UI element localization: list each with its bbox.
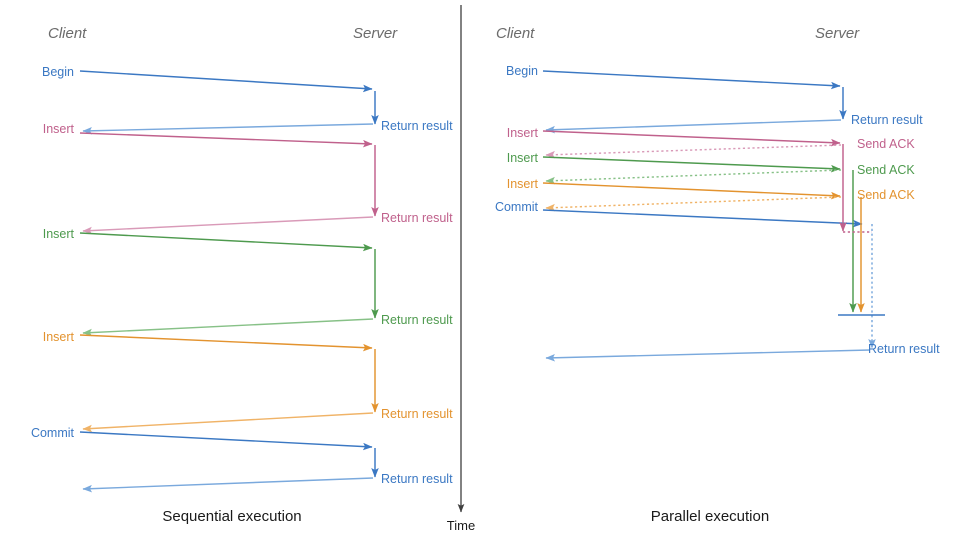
time-axis-layer: Time [447, 5, 475, 533]
message-insert3-ack [545, 196, 842, 212]
server-message-label: Return result [381, 472, 453, 486]
message-begin-request [79, 70, 373, 93]
message-begin-request [542, 70, 841, 90]
message-commit-request [542, 209, 863, 228]
server-message-label: Return result [851, 113, 923, 127]
client-message-label: Commit [495, 200, 539, 214]
client-message-label: Begin [506, 64, 538, 78]
message-insert1-ack [545, 144, 842, 159]
server-message-label: Return result [381, 211, 453, 225]
client-message-label: Begin [42, 65, 74, 79]
panel-caption: Sequential execution [162, 508, 301, 525]
client-message-label: Insert [507, 177, 539, 191]
server-message-label: Return result [381, 119, 453, 133]
lane-header-client: Client [48, 25, 87, 42]
message-insert2-ack [545, 169, 842, 185]
lane-header-client: Client [496, 25, 535, 42]
client-message-label: Commit [31, 426, 75, 440]
lane-header-server: Server [353, 25, 398, 42]
server-message-label: Return result [868, 342, 940, 356]
message-begin-response [545, 119, 842, 134]
client-message-label: Insert [507, 126, 539, 140]
time-axis-label: Time [447, 518, 475, 533]
client-message-label: Insert [43, 122, 75, 136]
server-message-label: Return result [381, 407, 453, 421]
message-insert1-request [79, 132, 373, 148]
message-commit-request [79, 431, 373, 451]
message-insert2-request [79, 232, 373, 252]
client-message-label: Insert [43, 330, 75, 344]
message-begin-response [82, 123, 374, 135]
message-insert3-response [82, 412, 374, 433]
server-message-label: Send ACK [857, 163, 915, 177]
message-insert1-response [82, 216, 374, 235]
message-insert3-request [542, 182, 841, 200]
server-message-label: Return result [381, 313, 453, 327]
client-message-label: Insert [43, 227, 75, 241]
message-insert2-request [542, 156, 841, 173]
message-insert2-response [82, 318, 374, 337]
message-insert1-request [542, 130, 841, 147]
panel-caption: Parallel execution [651, 508, 769, 525]
message-commit-response [545, 349, 871, 362]
server-message-label: Send ACK [857, 188, 915, 202]
message-insert3-request [79, 334, 373, 352]
client-message-label: Insert [507, 151, 539, 165]
message-commit-response [82, 477, 374, 493]
server-message-label: Send ACK [857, 137, 915, 151]
lane-header-server: Server [815, 25, 860, 42]
